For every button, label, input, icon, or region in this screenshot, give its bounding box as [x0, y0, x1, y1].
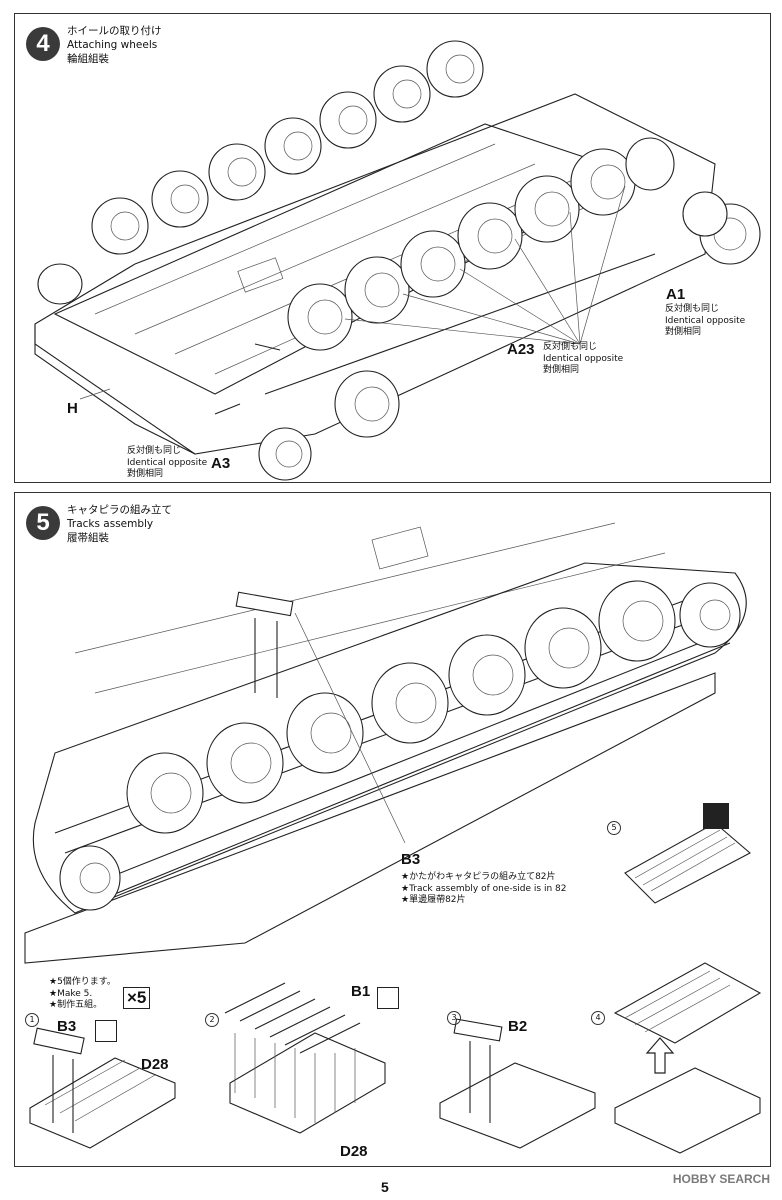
part-label-a3: A3 — [211, 455, 231, 472]
step-5-title-en: Tracks assembly — [67, 518, 154, 530]
step-5-illustration — [24, 522, 762, 1154]
step-4-title-en: Attaching wheels — [67, 39, 158, 51]
multiplier-badge: ×5 — [123, 987, 151, 1009]
step-5-title-ja: キャタピラの組み立て — [67, 504, 172, 516]
note-a1-zh: 對側相同 — [665, 327, 702, 337]
note-a23: 反対側も同じ Identical opposite 對側相同 — [543, 342, 623, 377]
note-a23-ja: 反対側も同じ — [543, 342, 598, 352]
step-4-title-zh: 輪組組裝 — [67, 53, 109, 65]
b3-note-zh: ★單邊履帶82片 — [401, 895, 466, 905]
step-4-panel: 4 ホイールの取り付け Attaching wheels 輪組組裝 A1 反対側… — [14, 13, 771, 483]
step-5-title-zh: 履帯組裝 — [67, 532, 109, 544]
step-4-illustration — [34, 40, 761, 481]
b3-note-ja: ★かたがわキャタピラの組み立て82片 — [401, 872, 556, 882]
part-label-b3-callout: B3 — [401, 851, 421, 868]
substep-2-number: 2 — [205, 1013, 219, 1027]
part-label-a1: A1 — [666, 286, 686, 303]
part-label-b2: B2 — [508, 1018, 528, 1035]
make-5-note-en: ★Make 5. — [49, 988, 93, 999]
step-5-panel: 5 キャタピラの組み立て Tracks assembly 履帯組裝 B3 ★かた… — [14, 492, 771, 1167]
no-cut-icon-b1 — [377, 987, 399, 1009]
substep-4-number: 4 — [591, 1011, 605, 1025]
step-5-title: キャタピラの組み立て Tracks assembly 履帯組裝 — [67, 503, 172, 545]
part-label-b1: B1 — [351, 983, 371, 1000]
note-a1-en: Identical opposite — [665, 315, 746, 326]
note-a3-en: Identical opposite — [127, 457, 208, 468]
part-label-h: H — [67, 400, 78, 417]
note-a1: 反対側も同じ Identical opposite 對側相同 — [665, 304, 745, 339]
part-label-b3: B3 — [57, 1018, 77, 1035]
note-a3-zh: 對側相同 — [127, 469, 164, 479]
make-5-note-ja: ★5個作ります。 — [49, 977, 116, 987]
part-label-a23: A23 — [507, 341, 535, 358]
step-4-title: ホイールの取り付け Attaching wheels 輪組組裝 — [67, 24, 162, 66]
substep-3-number: 3 — [447, 1011, 461, 1025]
substep-1-number: 1 — [25, 1013, 39, 1027]
step-4-title-ja: ホイールの取り付け — [67, 25, 162, 37]
note-a23-zh: 對側相同 — [543, 365, 580, 375]
note-a23-en: Identical opposite — [543, 353, 624, 364]
note-a3-ja: 反対側も同じ — [127, 446, 182, 456]
note-a3: 反対側も同じ Identical opposite 對側相同 — [127, 446, 207, 481]
page-number: 5 — [381, 1179, 389, 1195]
substep-5-number: 5 — [607, 821, 621, 835]
make-5-note: ★5個作ります。 ★Make 5. ★制作五組。 — [49, 977, 116, 1012]
note-a1-ja: 反対側も同じ — [665, 304, 720, 314]
step-4-number: 4 — [26, 27, 60, 61]
watermark: HOBBY SEARCH — [672, 1172, 770, 1186]
b3-note-en: ★Track assembly of one-side is in 82 — [401, 883, 567, 894]
part-label-d28-2: D28 — [340, 1143, 368, 1160]
make-5-note-zh: ★制作五組。 — [49, 1000, 103, 1010]
step-5-number: 5 — [26, 506, 60, 540]
no-cut-icon-b3 — [95, 1020, 117, 1042]
b3-callout-note: ★かたがわキャタピラの組み立て82片 ★Track assembly of on… — [401, 872, 566, 907]
part-label-d28-1: D28 — [141, 1056, 169, 1073]
